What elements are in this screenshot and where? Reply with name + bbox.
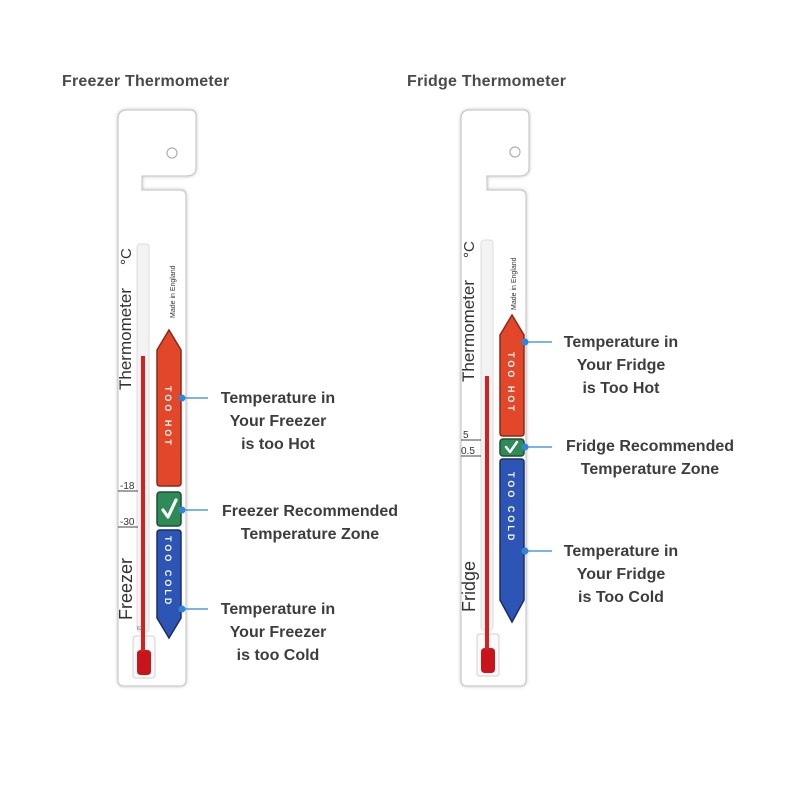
fridge-bulb	[481, 648, 495, 673]
freezer-type-label: Freezer	[116, 558, 136, 620]
freezer-callout-cold-line-3: is too Cold	[236, 647, 320, 664]
freezer-callout-too-hot: Temperature in Your Freezer is too Hot	[210, 387, 346, 456]
freezer-callout-recommended: Freezer Recommended Temperature Zone	[210, 500, 410, 546]
freezer-too-cold-text: TOO COLD	[163, 536, 173, 607]
freezer-scale-label-minus30: -30	[120, 517, 135, 528]
fridge-callout-hot-line-3: is Too Hot	[582, 380, 660, 397]
freezer-hang-hole	[166, 147, 178, 159]
fridge-callout-ok-line-1: Fridge Recommended	[565, 438, 735, 455]
freezer-unit-label: °C	[118, 248, 135, 265]
freezer-callout-ok-line-2: Temperature Zone	[240, 526, 380, 543]
check-icon	[161, 498, 178, 519]
freezer-bulb-neck	[141, 632, 145, 652]
freezer-callout-hot-line-2: Your Freezer	[229, 413, 327, 430]
fridge-made-in: Made in England	[511, 257, 518, 310]
freezer-callout-cold-line-2: Your Freezer	[229, 624, 327, 641]
freezer-thermometer: -18 -30 62 Thermometer °C Made in Englan…	[116, 109, 208, 687]
dot-icon	[521, 338, 529, 346]
fridge-scale-label-0-5: 0.5	[461, 446, 475, 457]
freezer-callout-hot-line-1: Temperature in	[220, 390, 336, 407]
freezer-callout-ok-line-1: Freezer Recommended	[221, 503, 399, 520]
fridge-callout-cold-line-1: Temperature in	[563, 543, 679, 560]
fridge-callout-recommended: Fridge Recommended Temperature Zone	[554, 435, 746, 481]
fridge-callout-too-hot: Temperature in Your Fridge is Too Hot	[554, 331, 688, 400]
fridge-callout-hot-line-1: Temperature in	[563, 334, 679, 351]
fridge-hang-hole	[509, 146, 521, 158]
freezer-brand-text: Thermometer	[116, 288, 135, 390]
freezer-callout-cold-line-1: Temperature in	[220, 601, 336, 618]
fridge-title: Fridge Thermometer	[407, 73, 567, 90]
freezer-callout-too-cold: Temperature in Your Freezer is too Cold	[210, 598, 346, 667]
fridge-too-hot-zone	[499, 313, 525, 437]
freezer-scale-label-minus18: -18	[120, 481, 135, 492]
freezer-bulb	[137, 650, 151, 675]
freezer-too-hot-text: TOO HOT	[163, 386, 173, 448]
fridge-too-cold-zone	[499, 458, 525, 624]
fridge-callout-cold-line-3: is Too Cold	[578, 589, 664, 606]
fridge-brand-text: Thermometer	[459, 280, 478, 382]
freezer-too-cold-zone	[156, 529, 182, 640]
freezer-made-in: Made in England	[170, 265, 177, 318]
freezer-too-hot-zone	[156, 328, 182, 487]
freezer-title: Freezer Thermometer	[62, 73, 230, 90]
freezer-recommended-zone	[156, 491, 182, 527]
fridge-callout-hot-line-2: Your Fridge	[576, 357, 666, 374]
dot-icon	[178, 394, 186, 402]
dot-icon	[178, 605, 186, 613]
fridge-bulb-neck	[485, 630, 489, 650]
fridge-unit-label: °C	[461, 241, 478, 258]
fridge-too-cold-text: TOO COLD	[506, 472, 516, 543]
dot-icon	[521, 443, 529, 451]
freezer-liquid-column	[141, 356, 145, 632]
fridge-callout-ok-line-2: Temperature Zone	[580, 461, 720, 478]
fridge-too-hot-text: TOO HOT	[506, 352, 516, 414]
freezer-bulb-mark: 62	[137, 626, 143, 632]
fridge-type-label: Fridge	[459, 561, 479, 612]
fridge-liquid-column	[485, 376, 489, 632]
freezer-callout-hot-line-3: is too Hot	[241, 436, 315, 453]
fridge-callout-too-cold: Temperature in Your Fridge is Too Cold	[554, 540, 688, 609]
fridge-callout-cold-line-2: Your Fridge	[576, 566, 666, 583]
dot-icon	[178, 506, 186, 514]
check-icon	[504, 440, 519, 454]
dot-icon	[521, 547, 529, 555]
fridge-thermometer: 5 0.5 Thermometer °C Made in England Fri…	[459, 109, 552, 687]
fridge-scale-label-5: 5	[463, 430, 469, 441]
